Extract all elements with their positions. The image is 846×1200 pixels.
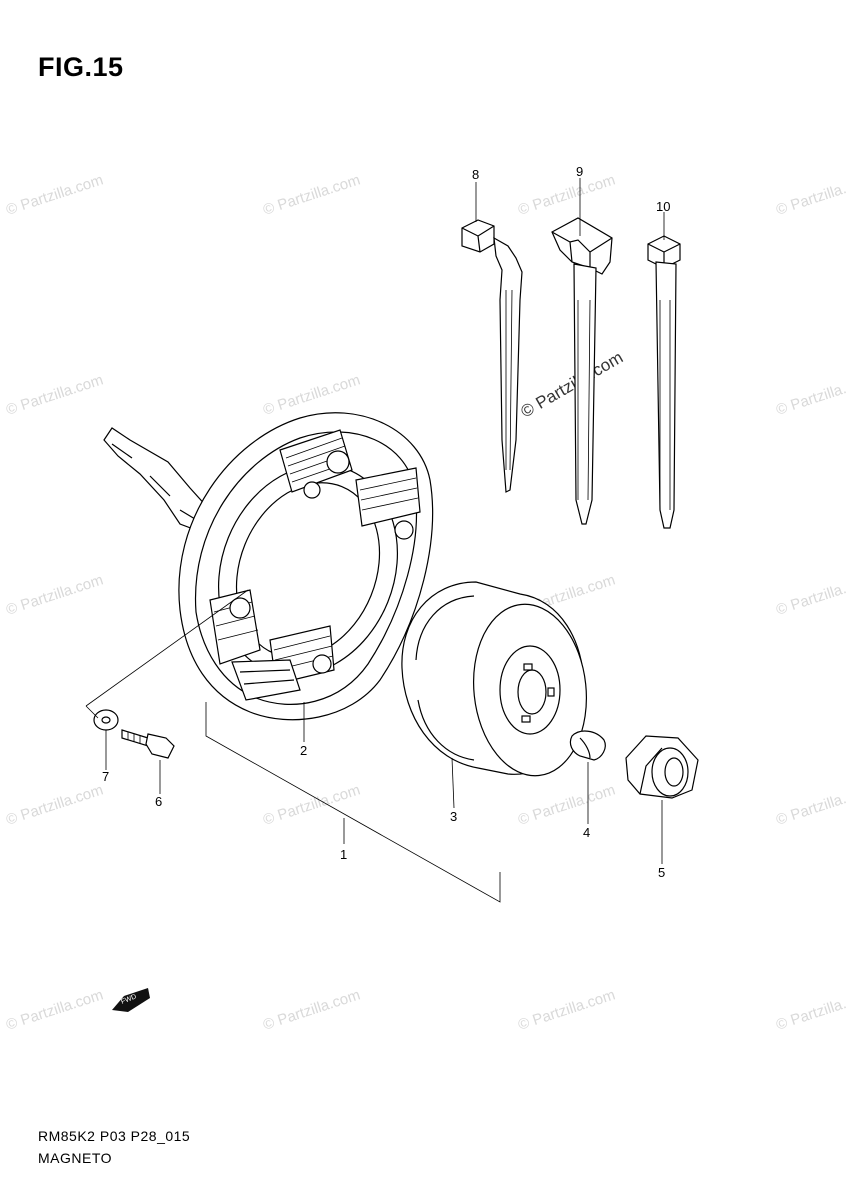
watermark: © Partzilla.com [4,571,105,618]
watermark: © Partzilla.com [261,781,362,828]
callout-3: 3 [450,809,457,824]
watermark: © Partzilla.com [4,371,105,418]
callouts: 8 9 10 7 6 2 3 4 5 1 [102,164,670,880]
watermark: © Partzilla.com [261,986,362,1033]
watermark: © Partzilla.com [4,171,105,218]
cable-tie-8 [461,219,523,493]
stator-bolt [121,729,175,759]
stator-assembly [103,412,434,721]
callout-9: 9 [576,164,583,179]
watermark: © Partzilla.com [774,571,846,618]
watermark-center: © Partzilla.com [518,348,627,422]
fwd-direction-badge: FWD [112,988,150,1012]
reference-code: RM85K2 P03 P28_015 [38,1128,191,1144]
washer [93,709,119,731]
callout-7: 7 [102,769,109,784]
cable-tie-9 [551,217,613,525]
watermark: © Partzilla.com [4,986,105,1033]
watermark: © Partzilla.com [774,781,846,828]
watermark: © Partzilla.com [774,171,846,218]
figure-title: FIG.15 [38,52,124,82]
cable-tie-10 [647,235,681,529]
watermark: © Partzilla.com [516,986,617,1033]
callout-5: 5 [658,865,665,880]
rotor-flywheel [401,581,588,777]
watermark: © Partzilla.com [774,371,846,418]
callout-10: 10 [656,199,670,214]
watermark: © Partzilla.com [516,781,617,828]
watermark: © Partzilla.com [261,371,362,418]
rotor-nut [625,735,699,799]
callout-1: 1 [340,847,347,862]
figure-caption: MAGNETO [38,1150,113,1166]
woodruff-key [569,730,606,761]
watermark: © Partzilla.com [516,171,617,218]
callout-4: 4 [583,825,590,840]
callout-8: 8 [472,167,479,182]
callout-2: 2 [300,743,307,758]
watermark: © Partzilla.com [4,781,105,828]
watermark: © Partzilla.com [774,986,846,1033]
callout-6: 6 [155,794,162,809]
leader-lines [85,178,665,903]
watermark: © Partzilla.com [261,171,362,218]
